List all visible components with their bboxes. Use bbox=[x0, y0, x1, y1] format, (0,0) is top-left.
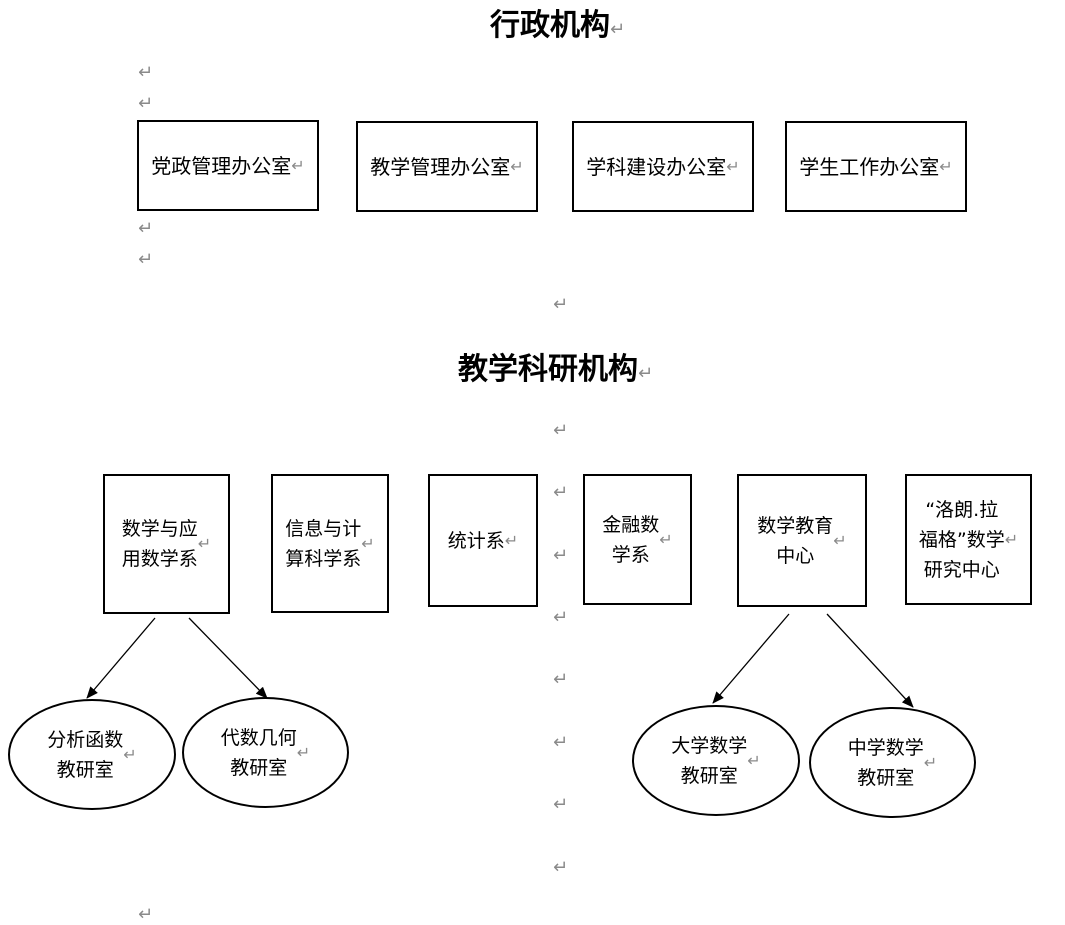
arrow-to-school-math-room bbox=[826, 613, 914, 708]
dept-box-math-education-center: 数学教育 中心↵ bbox=[737, 474, 867, 607]
return-mark-icon: ↵ bbox=[553, 794, 569, 815]
dept-label: 数学与应 用数学系 bbox=[121, 518, 198, 570]
room-label: 大学数学 教研室 bbox=[671, 734, 748, 787]
return-mark-icon: ↵ bbox=[833, 530, 847, 550]
return-mark-icon: ↵ bbox=[296, 742, 311, 762]
dept-label: 统计系 bbox=[447, 529, 505, 552]
return-mark-icon: ↵ bbox=[361, 533, 375, 553]
arrow-to-algebra-room bbox=[188, 617, 268, 699]
office-box-student-affairs: 学生工作办公室↵ bbox=[785, 121, 967, 212]
office-box-teaching-admin: 教学管理办公室↵ bbox=[356, 121, 538, 212]
dept-box-info-computing-science: 信息与计 算科学系↵ bbox=[271, 474, 389, 613]
dept-box-math-applied-math: 数学与应 用数学系↵ bbox=[103, 474, 230, 614]
return-mark-icon: ↵ bbox=[553, 545, 569, 566]
return-mark-icon: ↵ bbox=[138, 93, 154, 114]
room-ellipse-college-math: 大学数学 教研室↵ bbox=[632, 705, 800, 816]
return-mark-icon: ↵ bbox=[553, 294, 569, 315]
return-mark-icon: ↵ bbox=[138, 62, 154, 83]
room-label: 中学数学 教研室 bbox=[847, 736, 924, 789]
return-mark-icon: ↵ bbox=[138, 249, 154, 270]
arrow-to-analysis-room bbox=[86, 617, 156, 699]
office-box-party-admin: 党政管理办公室↵ bbox=[137, 120, 319, 211]
return-mark-icon: ↵ bbox=[923, 752, 938, 772]
dept-box-statistics: 统计系↵ bbox=[428, 474, 538, 607]
dept-box-financial-math: 金融数 学系↵ bbox=[583, 474, 692, 605]
room-ellipse-algebra-geometry: 代数几何 教研室↵ bbox=[182, 697, 349, 808]
office-box-discipline-construction: 学科建设办公室↵ bbox=[572, 121, 754, 212]
return-mark-icon: ↵ bbox=[610, 19, 626, 40]
dept-label: 数学教育 中心 bbox=[757, 514, 834, 567]
return-mark-icon: ↵ bbox=[553, 420, 569, 441]
admin-title-text: 行政机构 bbox=[490, 8, 610, 43]
research-title: 教学科研机构↵ bbox=[458, 353, 653, 391]
room-ellipse-school-math: 中学数学 教研室↵ bbox=[809, 707, 976, 818]
office-label: 学生工作办公室 bbox=[799, 154, 940, 179]
return-mark-icon: ↵ bbox=[1004, 529, 1019, 549]
return-mark-icon: ↵ bbox=[504, 530, 519, 550]
dept-box-lafforgue-research-center: “洛朗.拉 福格”数学 研究中心↵ bbox=[905, 474, 1032, 605]
return-mark-icon: ↵ bbox=[659, 529, 673, 549]
return-mark-icon: ↵ bbox=[197, 534, 212, 553]
admin-title: 行政机构↵ bbox=[490, 9, 625, 47]
return-mark-icon: ↵ bbox=[138, 218, 154, 239]
return-mark-icon: ↵ bbox=[123, 744, 137, 764]
room-label: 分析函数 教研室 bbox=[47, 728, 124, 781]
room-ellipse-analysis-functions: 分析函数 教研室↵ bbox=[8, 699, 176, 810]
return-mark-icon: ↵ bbox=[553, 482, 569, 503]
return-mark-icon: ↵ bbox=[747, 750, 761, 770]
return-mark-icon: ↵ bbox=[291, 155, 305, 175]
return-mark-icon: ↵ bbox=[510, 156, 524, 176]
research-title-text: 教学科研机构 bbox=[458, 352, 638, 387]
office-label: 党政管理办公室 bbox=[151, 153, 292, 178]
return-mark-icon: ↵ bbox=[726, 156, 740, 176]
arrow-to-college-math-room bbox=[712, 613, 790, 704]
office-label: 教学管理办公室 bbox=[370, 154, 511, 179]
return-mark-icon: ↵ bbox=[553, 607, 569, 628]
return-mark-icon: ↵ bbox=[138, 904, 154, 925]
return-mark-icon: ↵ bbox=[553, 669, 569, 690]
dept-label: “洛朗.拉 福格”数学 研究中心 bbox=[918, 498, 1005, 581]
return-mark-icon: ↵ bbox=[638, 363, 654, 384]
room-label: 代数几何 教研室 bbox=[220, 726, 297, 779]
return-mark-icon: ↵ bbox=[939, 156, 953, 176]
dept-label: 金融数 学系 bbox=[602, 513, 660, 566]
return-mark-icon: ↵ bbox=[553, 857, 569, 878]
office-label: 学科建设办公室 bbox=[586, 154, 727, 179]
return-mark-icon: ↵ bbox=[553, 732, 569, 753]
dept-label: 信息与计 算科学系 bbox=[285, 517, 362, 570]
